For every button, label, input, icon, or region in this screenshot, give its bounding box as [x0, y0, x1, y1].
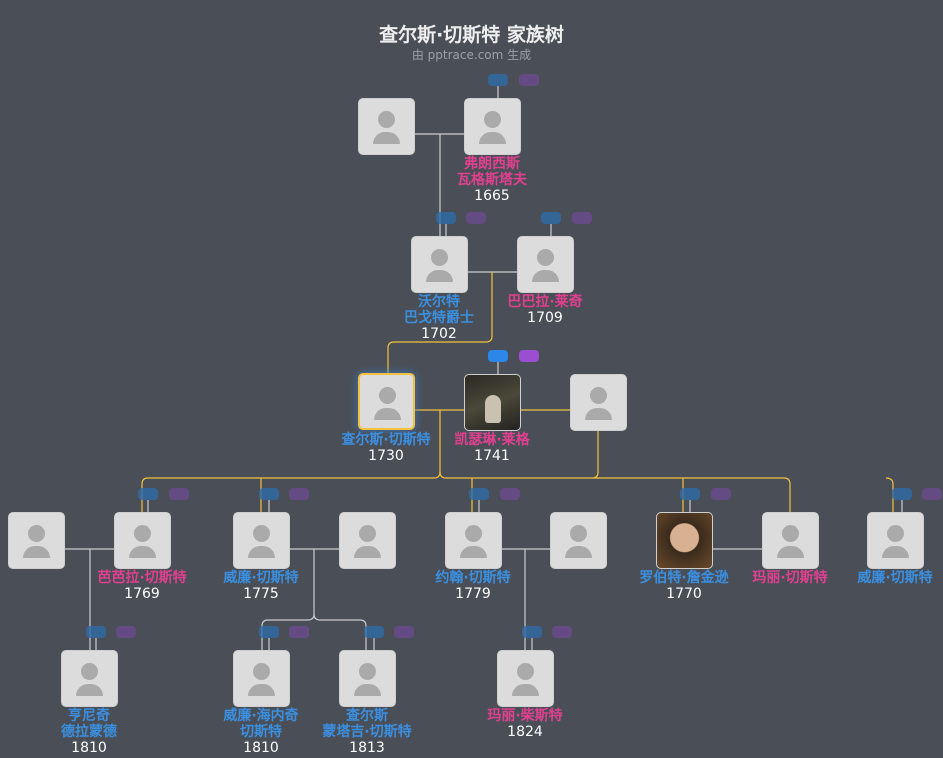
person-name: 玛丽·切斯特: [752, 570, 828, 586]
show-parents-button[interactable]: [86, 626, 106, 638]
avatar-placeholder-icon: [28, 525, 45, 542]
avatar-placeholder-icon: [431, 249, 448, 266]
show-parents-button[interactable]: [436, 212, 456, 224]
show-children-button[interactable]: [289, 488, 309, 500]
person-card-unknown[interactable]: [358, 98, 415, 155]
person-card-mary-chester[interactable]: [762, 512, 819, 569]
avatar-placeholder-icon: [253, 525, 270, 542]
show-parents-button[interactable]: [259, 488, 279, 500]
show-children-button[interactable]: [552, 626, 572, 638]
show-children-button[interactable]: [711, 488, 731, 500]
avatar-placeholder-icon: [537, 249, 554, 266]
avatar-placeholder-icon: [359, 663, 376, 680]
person-card-unknown[interactable]: [339, 512, 396, 569]
show-parents-button[interactable]: [364, 626, 384, 638]
person-card-mary-chaster[interactable]: [497, 650, 554, 707]
avatar-placeholder-icon: [782, 525, 799, 542]
avatar-placeholder-icon: [465, 525, 482, 542]
person-card-henry[interactable]: [61, 650, 118, 707]
show-children-button[interactable]: [922, 488, 942, 500]
person-card-charles-selected[interactable]: [358, 373, 415, 430]
show-parents-button[interactable]: [522, 626, 542, 638]
person-card-barbara-leigh[interactable]: [517, 236, 574, 293]
avatar-placeholder-icon: [590, 387, 607, 404]
avatar-placeholder-icon: [253, 663, 270, 680]
avatar-placeholder-icon: [484, 111, 501, 128]
show-parents-button[interactable]: [541, 212, 561, 224]
show-parents-button[interactable]: [469, 488, 489, 500]
show-children-button[interactable]: [394, 626, 414, 638]
show-children-button[interactable]: [519, 74, 539, 86]
portrait-photo: [485, 395, 501, 423]
show-children-button[interactable]: [116, 626, 136, 638]
show-children-button[interactable]: [500, 488, 520, 500]
show-children-button[interactable]: [519, 350, 539, 362]
show-parents-button[interactable]: [488, 350, 508, 362]
show-parents-button[interactable]: [488, 74, 508, 86]
show-children-button[interactable]: [169, 488, 189, 500]
avatar-placeholder-icon: [379, 387, 396, 404]
show-parents-button[interactable]: [138, 488, 158, 500]
person-card-francis[interactable]: [464, 98, 521, 155]
show-children-button[interactable]: [289, 626, 309, 638]
show-parents-button[interactable]: [259, 626, 279, 638]
person-card-william-chester-2[interactable]: [867, 512, 924, 569]
show-children-button[interactable]: [572, 212, 592, 224]
person-card-john-chester[interactable]: [445, 512, 502, 569]
person-card-william-heneage[interactable]: [233, 650, 290, 707]
avatar-placeholder-icon: [81, 663, 98, 680]
person-card-catherine[interactable]: [464, 374, 521, 431]
avatar-placeholder-icon: [887, 525, 904, 542]
person-card-barbara-chester[interactable]: [114, 512, 171, 569]
avatar-placeholder-icon: [359, 525, 376, 542]
person-card-charles-montagu[interactable]: [339, 650, 396, 707]
show-children-button[interactable]: [466, 212, 486, 224]
person-card-walter[interactable]: [411, 236, 468, 293]
avatar-placeholder-icon: [517, 663, 534, 680]
person-card-unknown[interactable]: [550, 512, 607, 569]
page-title: 查尔斯·切斯特 家族树: [379, 24, 564, 46]
page-subtitle: 由 pptrace.com 生成: [411, 48, 532, 62]
avatar-placeholder-icon: [570, 525, 587, 542]
show-parents-button[interactable]: [892, 488, 912, 500]
avatar-placeholder-icon: [378, 111, 395, 128]
person-card-robert[interactable]: [656, 512, 713, 569]
avatar-placeholder-icon: [134, 525, 151, 542]
person-card-unknown[interactable]: [570, 374, 627, 431]
show-parents-button[interactable]: [680, 488, 700, 500]
person-card-unknown[interactable]: [8, 512, 65, 569]
person-card-william-chester[interactable]: [233, 512, 290, 569]
person-name: 威廉·切斯特: [857, 570, 933, 586]
